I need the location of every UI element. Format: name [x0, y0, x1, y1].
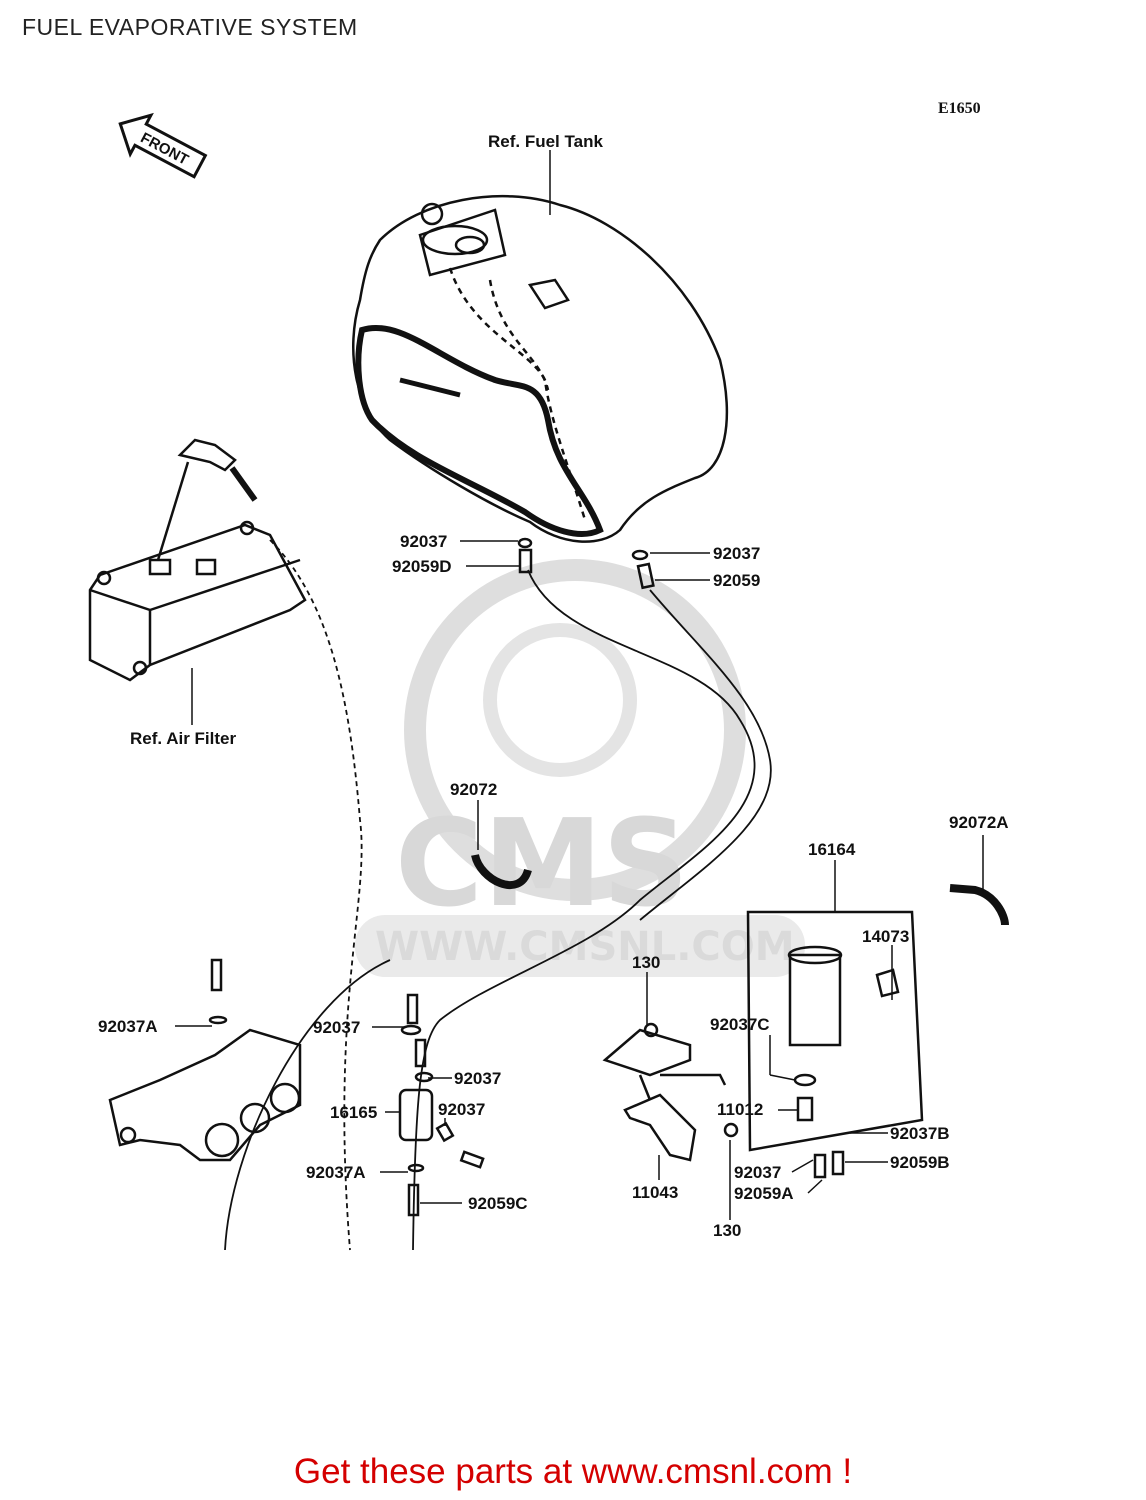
- part-label-130: 130: [632, 953, 660, 972]
- part-label-92059D: 92059D: [392, 557, 452, 576]
- part-label-92037A: 92037A: [306, 1163, 366, 1182]
- part-label-92059B: 92059B: [890, 1153, 950, 1172]
- fuel-tank: [352, 195, 729, 543]
- part-label-92059: 92059: [713, 571, 760, 590]
- watermark-mascot-circle: [404, 559, 746, 901]
- part-label-92037: 92037: [454, 1069, 501, 1088]
- part-label-11043: 11043: [632, 1183, 678, 1202]
- watermark-mascot-inner: [483, 623, 637, 777]
- part-label-92037B: 92037B: [890, 1124, 950, 1143]
- clamp-92072A: [949, 884, 1009, 926]
- part-label-11012: 11012: [717, 1100, 763, 1119]
- part-label-92037: 92037: [438, 1100, 485, 1119]
- part-label-92037: 92037: [313, 1018, 360, 1037]
- part-label-92037: 92037: [734, 1163, 781, 1182]
- watermark-url-banner: [355, 915, 805, 977]
- air-filter-housing: [88, 438, 307, 682]
- part-label-92037: 92037: [713, 544, 760, 563]
- intake-manifold: [108, 958, 302, 1162]
- front-arrow-icon: FRONT: [118, 112, 208, 179]
- canister: [746, 910, 924, 1179]
- ref-fuel-tank-label: Ref. Fuel Tank: [488, 132, 603, 151]
- page-title: FUEL EVAPORATIVE SYSTEM: [22, 14, 358, 40]
- parts-diagram: CMS WWW.CMSNL.COM FRONT E1650: [88, 100, 1009, 1251]
- part-label-92037A: 92037A: [98, 1017, 158, 1036]
- valve-16165: [398, 993, 485, 1217]
- bracket-11043: [602, 1022, 739, 1162]
- leader-lines: [175, 150, 984, 1220]
- ref-air-filter-label: Ref. Air Filter: [130, 729, 236, 748]
- watermark: CMS WWW.CMSNL.COM: [355, 559, 805, 977]
- part-label-92037C: 92037C: [710, 1015, 770, 1034]
- clamp-92072: [471, 853, 532, 890]
- part-label-14073: 14073: [862, 927, 909, 946]
- part-label-92072A: 92072A: [949, 813, 1009, 832]
- footer-link[interactable]: Get these parts at www.cmsnl.com !: [293, 1452, 853, 1491]
- part-label-92059A: 92059A: [734, 1184, 794, 1203]
- tank-fittings: [517, 537, 655, 590]
- part-label-130: 130: [713, 1221, 741, 1240]
- part-label-92072: 92072: [450, 780, 497, 799]
- part-label-92037: 92037: [400, 532, 447, 551]
- hoses: [224, 539, 772, 1251]
- part-label-92059C: 92059C: [468, 1194, 528, 1213]
- watermark-url: WWW.CMSNL.COM: [375, 924, 795, 970]
- part-label-16164: 16164: [808, 840, 856, 859]
- watermark-brand: CMS: [395, 795, 689, 934]
- diagram-code: E1650: [938, 100, 981, 117]
- part-label-16165: 16165: [330, 1103, 377, 1122]
